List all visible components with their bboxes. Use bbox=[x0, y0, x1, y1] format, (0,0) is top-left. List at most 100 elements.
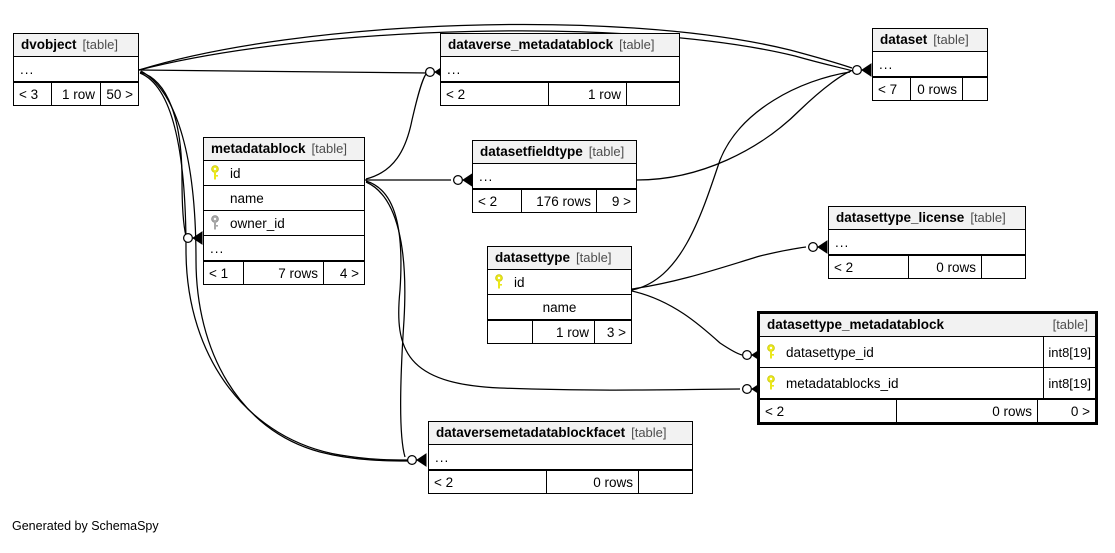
table-datasettype[interactable]: datasettype [table] id name 1 row 3 > bbox=[487, 246, 632, 344]
table-dvobject-title: dvobject [table] bbox=[14, 34, 138, 57]
table-tag: [table] bbox=[619, 37, 655, 52]
table-dvobject-name: dvobject bbox=[21, 37, 77, 52]
column-name: name bbox=[204, 186, 364, 211]
table-datasettype_metadatablock[interactable]: datasettype_metadatablock [table] datase… bbox=[757, 311, 1098, 425]
footer-parents: < 3 bbox=[14, 83, 52, 105]
table-metadatablock-footer: < 1 7 rows 4 > bbox=[204, 261, 364, 284]
footer-parents: < 2 bbox=[441, 83, 549, 105]
table-datasettype_metadatablock-title: datasettype_metadatablock [table] bbox=[760, 314, 1095, 337]
table-dvobject[interactable]: dvobject [table] ... < 3 1 row 50 > bbox=[13, 33, 139, 106]
table-datasettype_license-column-row: ... bbox=[829, 230, 1025, 255]
edge-metadatablock-dataversemetadatablockfacet bbox=[365, 181, 406, 458]
footer-children bbox=[627, 83, 679, 105]
table-datasettype_license-title: datasettype_license [table] bbox=[829, 207, 1025, 230]
table-datasetfieldtype-column-row: ... bbox=[473, 164, 636, 189]
column-more: ... bbox=[204, 236, 364, 261]
table-tag: [table] bbox=[1052, 317, 1088, 332]
footer-rows: 0 rows bbox=[911, 78, 963, 100]
connector-dataset bbox=[851, 63, 872, 77]
edge-dvobject-dataverse_metadatablock bbox=[138, 69, 430, 74]
column-label: ... bbox=[879, 56, 894, 72]
primary-key-icon bbox=[760, 344, 782, 360]
table-metadatablock-name: metadatablock bbox=[211, 141, 306, 156]
table-datasetfieldtype-name: datasetfieldtype bbox=[480, 144, 583, 159]
table-tag: [table] bbox=[933, 32, 969, 47]
table-datasetfieldtype[interactable]: datasetfieldtype [table] ... < 2 176 row… bbox=[472, 140, 637, 213]
edge-metadatablock-dataverse_metadatablock bbox=[365, 73, 427, 180]
table-datasettype-title: datasettype [table] bbox=[488, 247, 631, 270]
column-label: ... bbox=[20, 61, 35, 77]
footer-parents: < 2 bbox=[829, 256, 909, 278]
column-label: ... bbox=[479, 168, 494, 184]
table-datasettype_metadatablock-name: datasettype_metadatablock bbox=[767, 317, 945, 332]
column-label: name bbox=[542, 299, 577, 315]
footer-children: 3 > bbox=[606, 324, 626, 340]
column-name: name bbox=[488, 295, 631, 320]
table-tag: [table] bbox=[82, 37, 118, 52]
edge-datasettype-datasettype_license bbox=[631, 246, 807, 290]
table-dataset-footer: < 7 0 rows bbox=[873, 77, 987, 100]
table-metadatablock[interactable]: metadatablock [table] id name bbox=[203, 137, 365, 285]
column-id: id bbox=[204, 161, 364, 186]
edge-dvobject-metadatablock bbox=[139, 71, 187, 237]
footer-rows: 176 rows bbox=[522, 190, 597, 212]
foreign-key-icon bbox=[204, 215, 226, 231]
column-label: ... bbox=[210, 240, 225, 256]
table-dataversemetadatablockfacet-footer: < 2 0 rows bbox=[429, 470, 692, 493]
generator-credit: Generated by SchemaSpy bbox=[12, 519, 159, 533]
footer-rows: 0 rows bbox=[909, 256, 982, 278]
footer-children bbox=[963, 78, 987, 100]
primary-key-icon bbox=[760, 375, 782, 391]
footer-children bbox=[639, 471, 692, 493]
column-label: ... bbox=[835, 234, 850, 250]
table-datasettype_license-name: datasettype_license bbox=[836, 210, 965, 225]
connector-datasetfieldtype bbox=[452, 173, 473, 187]
table-dataverse_metadatablock-title: dataverse_metadatablock [table] bbox=[441, 34, 679, 57]
footer-rows: 0 rows bbox=[897, 400, 1038, 422]
column-owner_id: owner_id bbox=[204, 211, 364, 236]
column-label: ... bbox=[435, 449, 450, 465]
table-tag: [table] bbox=[576, 250, 612, 265]
table-datasettype_metadatablock-footer: < 2 0 rows 0 > bbox=[760, 399, 1095, 422]
column-label: datasettype_id bbox=[786, 344, 874, 360]
column-label: owner_id bbox=[230, 215, 285, 231]
connector-metadatablock-owner_id bbox=[182, 231, 203, 245]
table-dataverse_metadatablock[interactable]: dataverse_metadatablock [table] ... < 2 … bbox=[440, 33, 680, 106]
column-datasettype_id: datasettype_id int8[19] bbox=[760, 337, 1095, 368]
column-label: metadatablocks_id bbox=[786, 375, 899, 391]
edge-datasettype-datasettype_metadatablock bbox=[631, 290, 743, 356]
table-datasetfieldtype-footer: < 2 176 rows 9 > bbox=[473, 189, 636, 212]
table-dvobject-footer: < 3 1 row 50 > bbox=[14, 82, 138, 105]
column-label: id bbox=[230, 165, 241, 181]
table-datasettype-footer: 1 row 3 > bbox=[488, 320, 631, 343]
footer-rows: 0 rows bbox=[547, 471, 639, 493]
column-label: name bbox=[230, 190, 264, 206]
footer-children: 0 > bbox=[1070, 403, 1090, 419]
table-datasettype_license-footer: < 2 0 rows bbox=[829, 255, 1025, 278]
primary-key-icon bbox=[488, 274, 510, 290]
footer-rows: 1 row bbox=[533, 321, 595, 343]
table-dataset-column-row: ... bbox=[873, 52, 987, 77]
table-dataverse_metadatablock-column-row: ... bbox=[441, 57, 679, 82]
table-datasetfieldtype-title: datasetfieldtype [table] bbox=[473, 141, 636, 164]
connector-datasettype_license bbox=[807, 240, 828, 254]
footer-parents bbox=[488, 321, 533, 343]
table-dataversemetadatablockfacet-title: dataversemetadatablockfacet [table] bbox=[429, 422, 692, 445]
table-dataversemetadatablockfacet-name: dataversemetadatablockfacet bbox=[436, 425, 626, 440]
primary-key-icon bbox=[204, 165, 226, 181]
footer-rows: 7 rows bbox=[244, 262, 324, 284]
table-dataversemetadatablockfacet[interactable]: dataversemetadatablockfacet [table] ... … bbox=[428, 421, 693, 494]
table-datasettype_license[interactable]: datasettype_license [table] ... < 2 0 ro… bbox=[828, 206, 1026, 279]
connector-dataversemetadatablockfacet bbox=[406, 453, 427, 467]
footer-parents: < 2 bbox=[429, 471, 547, 493]
footer-rows: 1 row bbox=[549, 83, 627, 105]
footer-rows: 1 row bbox=[52, 83, 101, 105]
table-dataversemetadatablockfacet-column-row: ... bbox=[429, 445, 692, 470]
table-dataset[interactable]: dataset [table] ... < 7 0 rows bbox=[872, 28, 988, 101]
column-label: id bbox=[514, 274, 525, 290]
table-dvobject-column-row: ... bbox=[14, 57, 138, 82]
table-tag: [table] bbox=[311, 141, 347, 156]
footer-parents: < 2 bbox=[473, 190, 522, 212]
column-type: int8[19] bbox=[1043, 337, 1095, 367]
